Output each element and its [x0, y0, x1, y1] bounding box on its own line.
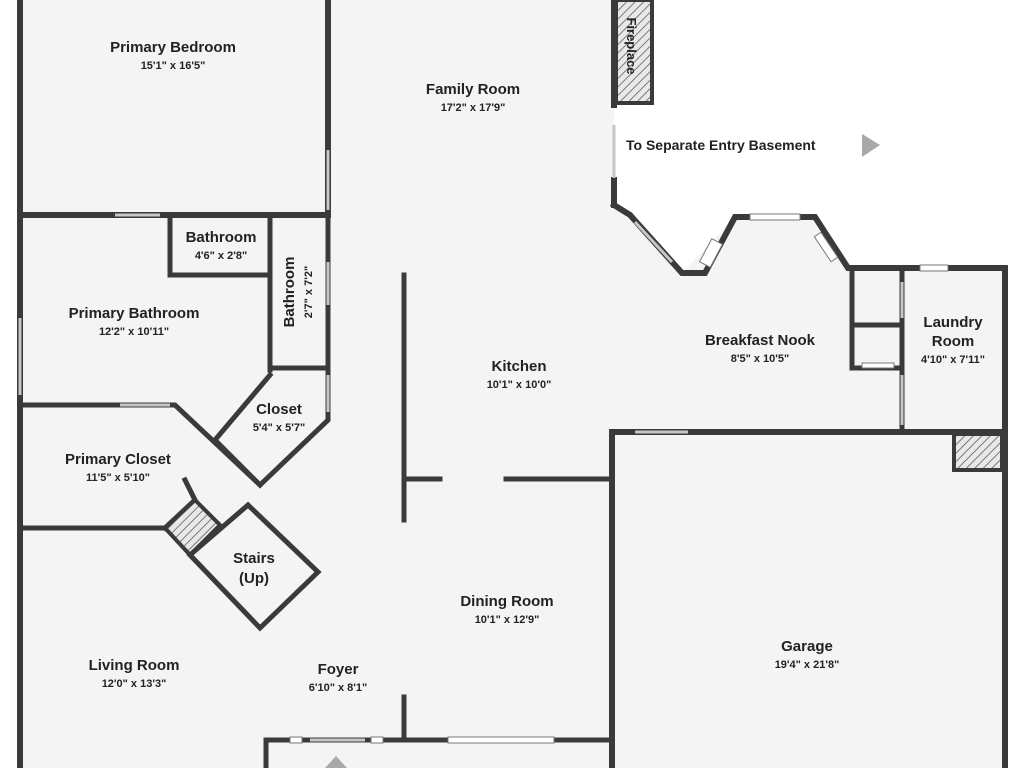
bathroom-vertical-name: Bathroom [281, 257, 298, 328]
fireplace-label: Fireplace [624, 17, 639, 74]
small-bath-wall [167, 212, 273, 278]
dining-room-dims: 10'1" x 12'9" [475, 614, 540, 626]
primary-bedroom-dims: 15'1" x 16'5" [141, 60, 206, 72]
basement-arrow-icon [862, 134, 880, 157]
primary-closet-name: Primary Closet [65, 451, 171, 468]
closet-name: Closet [256, 401, 302, 418]
fireplace-hatch [614, 0, 654, 105]
room-labels: Primary Bedroom 15'1" x 16'5" Family Roo… [65, 17, 985, 694]
stairs-name-line2: (Up) [239, 570, 269, 587]
bathroom-vertical-dims: 2'7" x 7'2" [303, 266, 315, 318]
primary-bedroom-name: Primary Bedroom [110, 39, 236, 56]
kitchen-dims: 10'1" x 10'0" [487, 379, 552, 391]
garage-dims: 19'4" x 21'8" [775, 659, 840, 671]
closet-dims: 5'4" x 5'7" [253, 422, 305, 434]
stairs-name-line1: Stairs [233, 550, 275, 567]
porch-window-c [447, 736, 555, 744]
primary-bathroom-dims: 12'2" x 10'11" [99, 326, 169, 338]
bay-window-left [633, 220, 674, 264]
foyer-dims: 6'10" x 8'1" [309, 682, 367, 694]
laundry-closet-door [861, 362, 895, 369]
family-room-name: Family Room [426, 81, 520, 98]
bathroom-small-name: Bathroom [186, 229, 257, 246]
family-room-dims: 17'2" x 17'9" [441, 102, 506, 114]
bathroom-small-dims: 4'6" x 2'8" [195, 250, 247, 262]
garage-name: Garage [781, 638, 833, 655]
living-room-name: Living Room [89, 657, 180, 674]
laundry-window [919, 264, 949, 272]
entry-arrow-icon [325, 756, 347, 768]
laundry-room-name-line2: Room [932, 333, 975, 350]
stairs-box [186, 501, 322, 632]
bay-window-right [813, 231, 839, 263]
porch-window-a [289, 736, 303, 744]
kitchen-name: Kitchen [491, 358, 546, 375]
windows [18, 125, 949, 744]
basement-note: To Separate Entry Basement [626, 137, 816, 153]
bay-window-top [749, 213, 801, 221]
breakfast-nook-dims: 8'5" x 10'5" [731, 353, 789, 365]
primary-closet-dims: 11'5" x 5'10" [86, 472, 150, 484]
bay-window-mid [698, 238, 724, 268]
stair-landing [162, 497, 223, 558]
foyer-name: Foyer [318, 661, 359, 678]
porch-window-b [370, 736, 384, 744]
laundry-room-name-line1: Laundry [923, 314, 983, 331]
primary-bathroom-name: Primary Bathroom [69, 305, 200, 322]
living-room-dims: 12'0" x 13'3" [102, 678, 167, 690]
dining-room-name: Dining Room [460, 593, 553, 610]
laundry-room-dims: 4'10" x 7'11" [921, 354, 985, 366]
breakfast-nook-name: Breakfast Nook [705, 332, 816, 349]
garage-hatch [952, 432, 1004, 472]
